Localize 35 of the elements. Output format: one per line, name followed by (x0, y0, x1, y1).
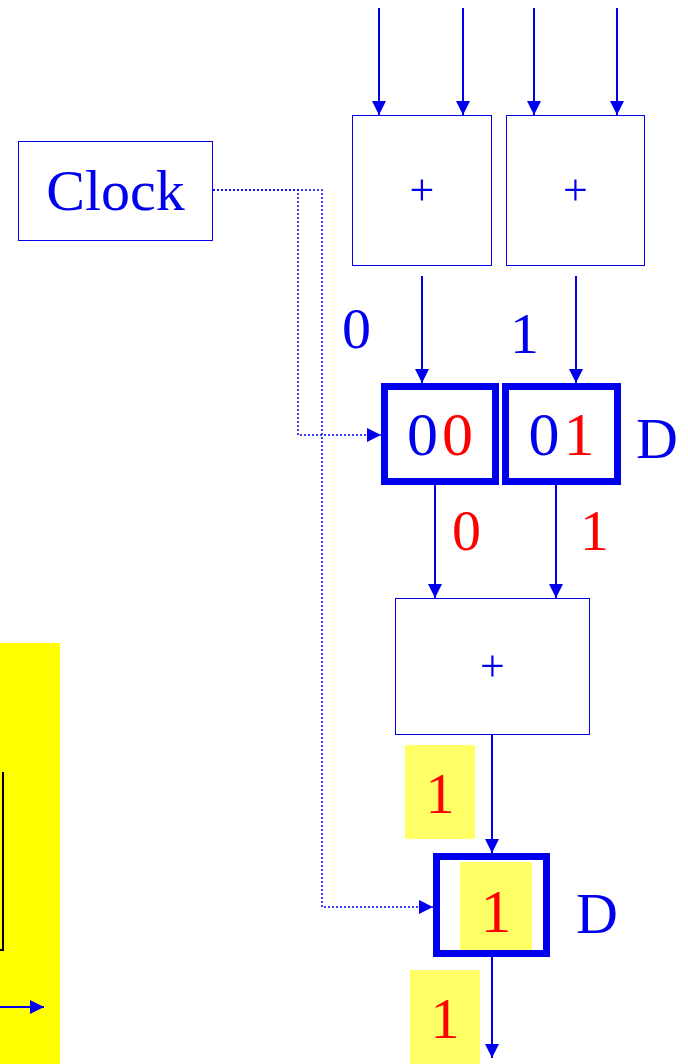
arrow (415, 275, 429, 384)
arrow (527, 7, 541, 116)
edge-label: 0 (452, 502, 481, 560)
clock-box (18, 141, 213, 241)
edge-label: 1 (405, 745, 475, 839)
arrow (569, 275, 583, 384)
register-value: 0 (441, 403, 473, 465)
arrow (485, 956, 499, 1059)
arrow (456, 7, 470, 116)
arrow (372, 7, 386, 116)
edge-label: 1 (580, 502, 609, 560)
register-value: 1 (562, 403, 595, 465)
arrow (428, 484, 442, 599)
register-value: 1 (460, 862, 532, 950)
register-box (433, 853, 550, 957)
register-box (502, 383, 621, 485)
register-value: 0 (528, 403, 561, 465)
edge-label: 0 (342, 300, 371, 358)
register-label: D (576, 885, 618, 943)
arrow (610, 7, 624, 116)
adder-box (352, 115, 492, 266)
register-box (381, 383, 499, 485)
adder-box (395, 598, 590, 735)
arrow (549, 484, 563, 599)
edge-label: 1 (510, 305, 539, 363)
clock-label: Clock (45, 162, 186, 220)
clock-line (212, 189, 434, 914)
adder-box (506, 115, 645, 266)
arrow (485, 734, 499, 854)
register-label: D (636, 410, 678, 468)
plus-sign: + (562, 168, 589, 213)
plus-sign: + (479, 644, 506, 689)
edge-label: 1 (410, 970, 480, 1064)
register-value: 0 (407, 403, 439, 465)
plus-sign: + (408, 168, 436, 213)
